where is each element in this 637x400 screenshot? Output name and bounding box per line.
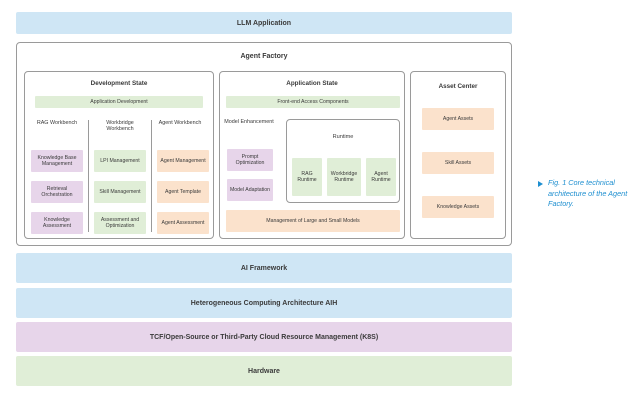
figure-caption: Fig. 1 Core technical architecture of th… [548, 178, 628, 208]
development-state-title: Development State [90, 80, 148, 87]
heterogeneous-computing-layer: Heterogeneous Computing Architecture AIH [16, 288, 512, 318]
agent-factory-title: Agent Factory [240, 53, 288, 60]
model-enhancement-header: Model Enhancement [224, 119, 274, 125]
llm-application-layer: LLM Application [16, 12, 512, 34]
runtime-title: Runtime [332, 134, 354, 140]
caption-arrow-icon [538, 181, 543, 187]
knowledge-assessment-box: Knowledge Assessment [31, 212, 83, 234]
workbridge-runtime-box: Workbridge Runtime [327, 158, 361, 196]
agent-template-box: Agent Template [157, 181, 209, 203]
frontend-access-components-bar: Front-end Access Components [226, 96, 400, 108]
retrieval-orchestration-box: Retrieval Orchestration [31, 181, 83, 203]
ai-framework-label: AI Framework [240, 264, 288, 272]
agent-management-box: Agent Management [157, 150, 209, 172]
hardware-layer: Hardware [16, 356, 512, 386]
asset-center-panel: Asset Center Agent Assets Skill Assets K… [410, 71, 506, 239]
runtime-panel: Runtime RAG Runtime Workbridge Runtime A… [286, 119, 400, 203]
assessment-optimization-box: Assessment and Optimization [94, 212, 146, 234]
agent-assets-box: Agent Assets [422, 108, 494, 130]
cloud-resource-management-label: TCF/Open-Source or Third-Party Cloud Res… [149, 333, 379, 341]
lpi-management-box: LPI Management [94, 150, 146, 172]
column-divider [151, 120, 152, 232]
rag-runtime-box: RAG Runtime [292, 158, 322, 196]
agent-factory-panel: Agent Factory Development State Applicat… [16, 42, 512, 246]
agent-assessment-box: Agent Assessment [157, 212, 209, 234]
knowledge-base-management-box: Knowledge Base Management [31, 150, 83, 172]
llm-application-label: LLM Application [236, 19, 292, 27]
application-state-panel: Application State Front-end Access Compo… [219, 71, 405, 239]
development-state-panel: Development State Application Developmen… [24, 71, 214, 239]
model-management-bar: Management of Large and Small Models [226, 210, 400, 232]
workbridge-workbench-header: Workbridge Workbench [106, 120, 134, 133]
skill-assets-box: Skill Assets [422, 152, 494, 174]
agent-workbench-header: Agent Workbench [158, 120, 202, 126]
application-state-title: Application State [286, 80, 338, 87]
cloud-resource-management-layer: TCF/Open-Source or Third-Party Cloud Res… [16, 322, 512, 352]
rag-workbench-header: RAG Workbench [36, 120, 78, 126]
column-divider [88, 120, 89, 232]
skill-management-box: Skill Management [94, 181, 146, 203]
prompt-optimization-box: Prompt Optimization [227, 149, 273, 171]
hardware-label: Hardware [248, 367, 280, 375]
application-development-bar: Application Development [35, 96, 203, 108]
knowledge-assets-box: Knowledge Assets [422, 196, 494, 218]
asset-center-title: Asset Center [438, 83, 478, 90]
model-adaptation-box: Model Adaptation [227, 179, 273, 201]
ai-framework-layer: AI Framework [16, 253, 512, 283]
heterogeneous-computing-label: Heterogeneous Computing Architecture AIH [190, 299, 338, 307]
agent-runtime-box: Agent Runtime [366, 158, 396, 196]
